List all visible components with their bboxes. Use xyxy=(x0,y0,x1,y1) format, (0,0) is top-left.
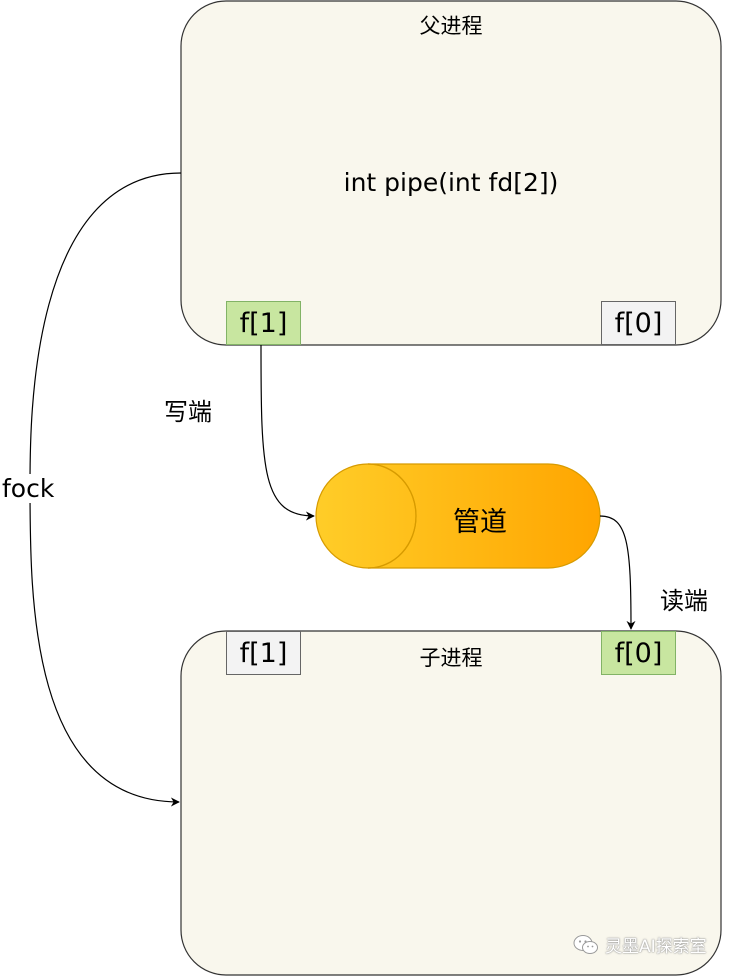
read-end-arrow xyxy=(599,515,636,630)
wechat-icon xyxy=(573,934,598,954)
child-process-title: 子进程 xyxy=(419,646,483,670)
watermark-text: 灵墨AI探索室 xyxy=(605,937,707,957)
fork-label: fock xyxy=(0,474,57,503)
read-end-label: 读端 xyxy=(660,587,708,615)
write-end-arrow xyxy=(260,344,315,521)
pipe-label: 管道 xyxy=(453,507,507,538)
parent-fd-write: f[1] xyxy=(226,301,301,345)
child-process-box xyxy=(180,630,722,976)
parent-process-title: 父进程 xyxy=(419,14,483,38)
child-fd-read: f[0] xyxy=(601,631,676,675)
parent-fd-read: f[0] xyxy=(601,301,676,345)
watermark: 灵墨AI探索室 xyxy=(573,932,707,957)
write-end-label: 写端 xyxy=(164,398,212,426)
pipe-function-signature: int pipe(int fd[2]) xyxy=(343,168,559,197)
child-fd-write: f[1] xyxy=(226,631,301,675)
